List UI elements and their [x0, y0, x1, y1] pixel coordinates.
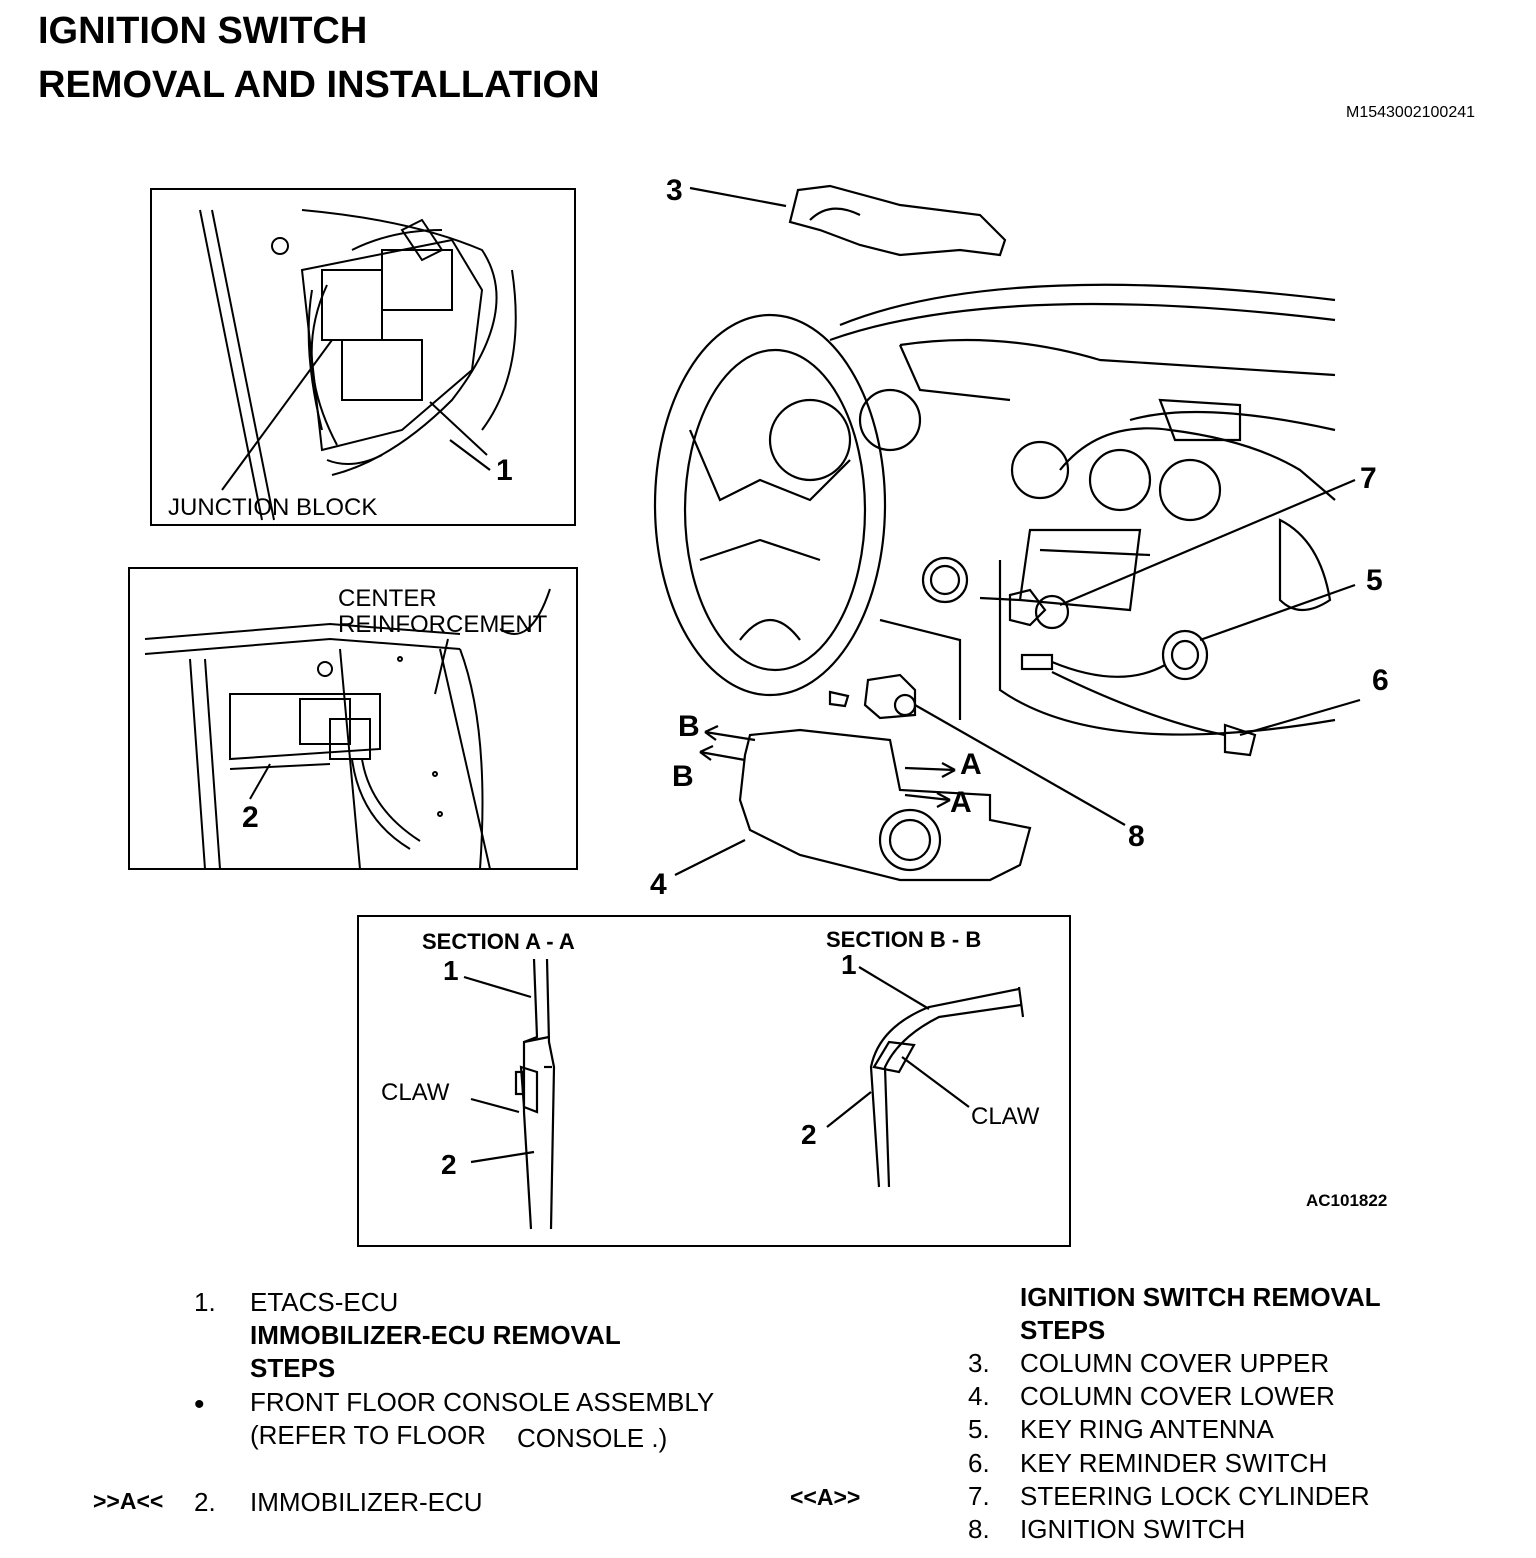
inset-center-reinforcement: CENTER REINFORCEMENT 2 — [128, 567, 578, 870]
legend-item-4-text: COLUMN COVER LOWER — [1020, 1381, 1335, 1411]
arrow-label-b-lower: B — [672, 760, 694, 793]
install-mark-left: >>A<< — [93, 1488, 164, 1514]
page-title: IGNITION SWITCH — [38, 10, 368, 52]
bullet-text-line2a: (REFER TO FLOOR — [250, 1420, 486, 1450]
junction-block-illustration — [199, 209, 517, 521]
legend-item-3-text: COLUMN COVER UPPER — [1020, 1348, 1330, 1378]
legend-item-5-text: KEY RING ANTENNA — [1020, 1414, 1274, 1444]
legend-item-2-number: 2. — [194, 1487, 216, 1517]
reinforcement-label: REINFORCEMENT — [338, 611, 548, 638]
arrow-label-a-upper: A — [960, 748, 982, 781]
bullet-text-line2b: CONSOLE .) — [517, 1423, 668, 1453]
section-bb-callout-2: 2 — [801, 1119, 817, 1150]
bullet-text-line1: FRONT FLOOR CONSOLE ASSEMBLY — [250, 1387, 715, 1417]
callout-4: 4 — [650, 868, 667, 901]
section-bb-claw-label: CLAW — [971, 1103, 1040, 1130]
legend-item-8-text: IGNITION SWITCH — [1020, 1514, 1246, 1544]
legend-item-6-number: 6. — [968, 1448, 990, 1478]
center-reinforcement-illustration — [144, 588, 551, 870]
legend-item-7-text: STEERING LOCK CYLINDER — [1020, 1481, 1370, 1511]
immobilizer-heading-line1: IMMOBILIZER-ECU REMOVAL — [250, 1320, 621, 1350]
callout-6: 6 — [1372, 664, 1389, 697]
callout-7: 7 — [1360, 462, 1377, 495]
callout-3: 3 — [666, 174, 683, 207]
legend-item-4-number: 4. — [968, 1381, 990, 1411]
install-mark-right: <<A>> — [790, 1484, 861, 1510]
legend-item-1-number: 1. — [194, 1287, 216, 1317]
legend-item-7-number: 7. — [968, 1481, 990, 1511]
figure-id: AC101822 — [1306, 1191, 1388, 1210]
arrow-label-b-upper: B — [678, 710, 700, 743]
section-aa-callout-2: 2 — [441, 1149, 457, 1180]
junction-block-label: JUNCTION BLOCK — [168, 494, 378, 521]
inset-junction-block: JUNCTION BLOCK 1 — [150, 188, 576, 526]
dashboard-illustration — [449, 184, 1361, 882]
callout-2: 2 — [242, 801, 259, 834]
sections-panel: SECTION A - A 1 CLAW 2 SECTION B - B 1 C… — [357, 915, 1071, 1247]
bullet-icon: • — [194, 1388, 205, 1421]
page-subtitle: REMOVAL AND INSTALLATION — [38, 64, 600, 106]
ignition-heading-line1: IGNITION SWITCH REMOVAL — [1020, 1282, 1381, 1312]
section-aa-title: SECTION A - A — [422, 929, 575, 954]
section-views-illustration — [463, 958, 1025, 1230]
legend-item-6-text: KEY REMINDER SWITCH — [1020, 1448, 1328, 1478]
section-bb-callout-1: 1 — [841, 949, 857, 980]
legend-item-1-text: ETACS-ECU — [250, 1287, 399, 1317]
section-aa-claw-label: CLAW — [381, 1079, 450, 1106]
center-label: CENTER — [338, 585, 437, 612]
legend-item-2-text: IMMOBILIZER-ECU — [250, 1487, 483, 1517]
ignition-heading-line2: STEPS — [1020, 1315, 1106, 1345]
arrow-label-a-lower: A — [950, 786, 972, 819]
section-bb-title: SECTION B - B — [826, 927, 982, 952]
callout-8: 8 — [1128, 820, 1145, 853]
document-id: M1543002100241 — [1346, 104, 1476, 121]
legend-item-8-number: 8. — [968, 1514, 990, 1544]
callout-5: 5 — [1366, 564, 1383, 597]
section-aa-callout-1: 1 — [443, 955, 459, 986]
callout-1: 1 — [496, 454, 513, 487]
legend-item-3-number: 3. — [968, 1348, 990, 1378]
legend-item-5-number: 5. — [968, 1414, 990, 1444]
immobilizer-heading-line2: STEPS — [250, 1353, 336, 1383]
